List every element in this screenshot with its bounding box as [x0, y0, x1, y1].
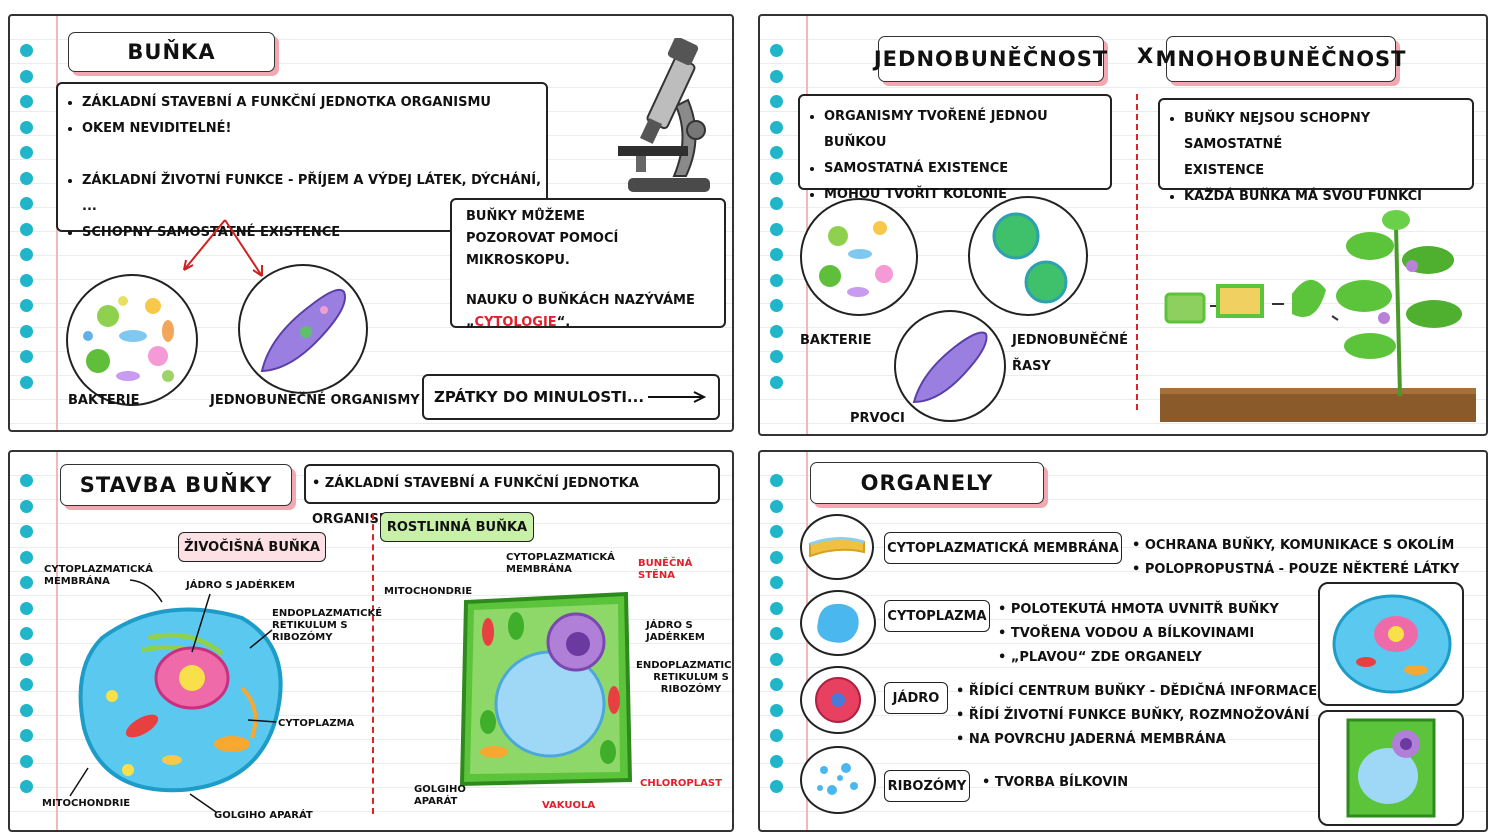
page-title: ORGANELY [810, 462, 1044, 504]
bullet: ZÁKLADNÍ ŽIVOTNÍ FUNKCE - PŘÍJEM A VÝDEJ… [82, 168, 546, 220]
card-jednobunecnost: JEDNOBUNĚČNOST X MNOHOBUNĚČNOST ORGANISM… [758, 14, 1488, 436]
label-plant-golgi: GOLGIHO APARÁT [414, 784, 466, 807]
label-unicellular: JEDNOBUNĚČNÉ ORGANISMY [210, 393, 420, 408]
multicellular-box: BUŇKY NEJSOU SCHOPNY SAMOSTATNÉEXISTENCE… [1158, 98, 1474, 204]
label-nucleus: JÁDRO S JADÉRKEM [186, 580, 295, 591]
organelle-ribosomes: RIBOZÓMY [884, 770, 970, 802]
label-bacteria: BAKTERIE [800, 333, 872, 348]
animal-cell-tag: ŽIVOČIŠNÁ BUŇKA [178, 532, 326, 562]
label-vacuole: VAKUOLA [542, 800, 596, 811]
label-algae: JEDNOBUNĚČNÉ ŘASY [1012, 333, 1128, 374]
label-mito: MITOCHONDRIE [42, 798, 131, 809]
divider [372, 514, 374, 814]
protozoa-icon [238, 264, 368, 394]
title-multicellular: MNOHOBUNĚČNOST [1155, 36, 1406, 82]
bullet: OKEM NEVIDITELNÉ! [82, 116, 546, 142]
card-bunka: BUŇKA ZÁKLADNÍ STAVEBNÍ A FUNKČNÍ JEDNOT… [8, 14, 734, 432]
nucleus-points: • ŘÍDÍCÍ CENTRUM BUŇKY - DĚDIČNÁ INFORMA… [956, 684, 1318, 747]
label-protozoa: PRVOCI [850, 411, 905, 426]
ribosome-icon [800, 746, 876, 814]
arrow-right-icon [648, 391, 707, 403]
animal-cell-icon [78, 607, 283, 793]
plant-cell-icon [459, 592, 633, 787]
title-versus: X [1137, 44, 1154, 68]
ribosome-points: • TVORBA BÍLKOVIN [982, 775, 1129, 790]
binder-holes [770, 44, 783, 401]
label-plant-mito: MITOCHONDRIE [384, 586, 473, 597]
plant-cell-tag: ROSTLINNÁ BUŇKA [380, 512, 534, 542]
page-title: STAVBA BUŇKY [60, 464, 292, 506]
binder-holes [770, 474, 783, 806]
protozoa-icon [894, 310, 1006, 422]
plant-cell-icon [1318, 710, 1464, 826]
label-golgi: GOLGIHO APARÁT [214, 810, 313, 821]
bullet: SCHOPNY SAMOSTATNÉ EXISTENCE [82, 220, 546, 246]
cytoplasm-points: • POLOTEKUTÁ HMOTA UVNITŘ BUŇKY • TVOŘEN… [998, 602, 1279, 665]
label-chloroplast: CHLOROPLAST [640, 778, 722, 789]
algae-icon [968, 196, 1088, 316]
organelle-membrane: CYTOPLAZMATICKÁ MEMBRÁNA [884, 532, 1122, 564]
label-plant-membrane: CYTOPLAZMATICKÁ MEMBRÁNA [506, 552, 615, 575]
back-button-label: ZPÁTKY DO MINULOSTI... [434, 388, 645, 406]
card-organely: ORGANELY CYTOPLAZMATICKÁ MEMBRÁNA • OCHR… [758, 450, 1488, 832]
label-bacteria: BAKTERIE [68, 393, 140, 408]
label-membrane: CYTOPLAZMATICKÁ MEMBRÁNA [44, 564, 153, 587]
organelle-nucleus: JÁDRO [884, 682, 948, 714]
bacteria-icon [800, 198, 918, 316]
bacteria-icon [66, 274, 198, 406]
term-cytologie: CYTOLOGIE [474, 315, 557, 330]
label-plant-nucleus: JÁDRO S JADÉRKEM [646, 620, 705, 643]
animal-cell-icon [1318, 582, 1464, 706]
organelle-cytoplasm: CYTOPLAZMA [884, 600, 990, 632]
leader-lines [69, 579, 277, 813]
card-stavba-bunky: STAVBA BUŇKY • ZÁKLADNÍ STAVEBNÍ A FUNKČ… [8, 450, 734, 832]
microscope-icon [618, 38, 710, 192]
back-button[interactable]: ZPÁTKY DO MINULOSTI... [422, 374, 720, 420]
binder-holes [20, 474, 33, 806]
membrane-points: • OCHRANA BUŇKY, KOMUNIKACE S OKOLÍM • P… [1132, 538, 1460, 577]
arrows [183, 219, 263, 277]
binder-holes [20, 44, 33, 401]
margin-line [806, 16, 808, 434]
title-unicellular: JEDNOBUNĚČNOST [874, 36, 1107, 82]
cytoplasm-icon [800, 590, 876, 656]
unicellular-box: ORGANISMY TVOŘENÉ JEDNOU BUŇKOU SAMOSTAT… [798, 94, 1112, 202]
bullet: ZÁKLADNÍ STAVEBNÍ A FUNKČNÍ JEDNOTKA ORG… [82, 90, 546, 116]
subtitle-box: • ZÁKLADNÍ STAVEBNÍ A FUNKČNÍ JEDNOTKA O… [304, 464, 720, 527]
label-cytoplasm: CYTOPLAZMA [278, 718, 355, 729]
microscope-note: BUŇKY MŮŽEME POZOROVAT POMOCÍ MIKROSKOPU… [450, 198, 726, 330]
page-title: BUŇKA [68, 32, 275, 72]
label-er: ENDOPLAZMATICKÉ RETIKULUM S RIBOZÓMY [272, 608, 383, 643]
nucleus-icon [800, 666, 876, 734]
label-plant-er: ENDOPLAZMATICKÉ RETIKULUM S RIBOZÓMY [636, 660, 732, 695]
divider [1136, 94, 1138, 410]
label-cell-wall: BUNĚČNÁ STĚNA [638, 558, 693, 581]
plant-icon [1160, 210, 1476, 422]
membrane-icon [800, 514, 874, 580]
margin-line [56, 452, 58, 830]
